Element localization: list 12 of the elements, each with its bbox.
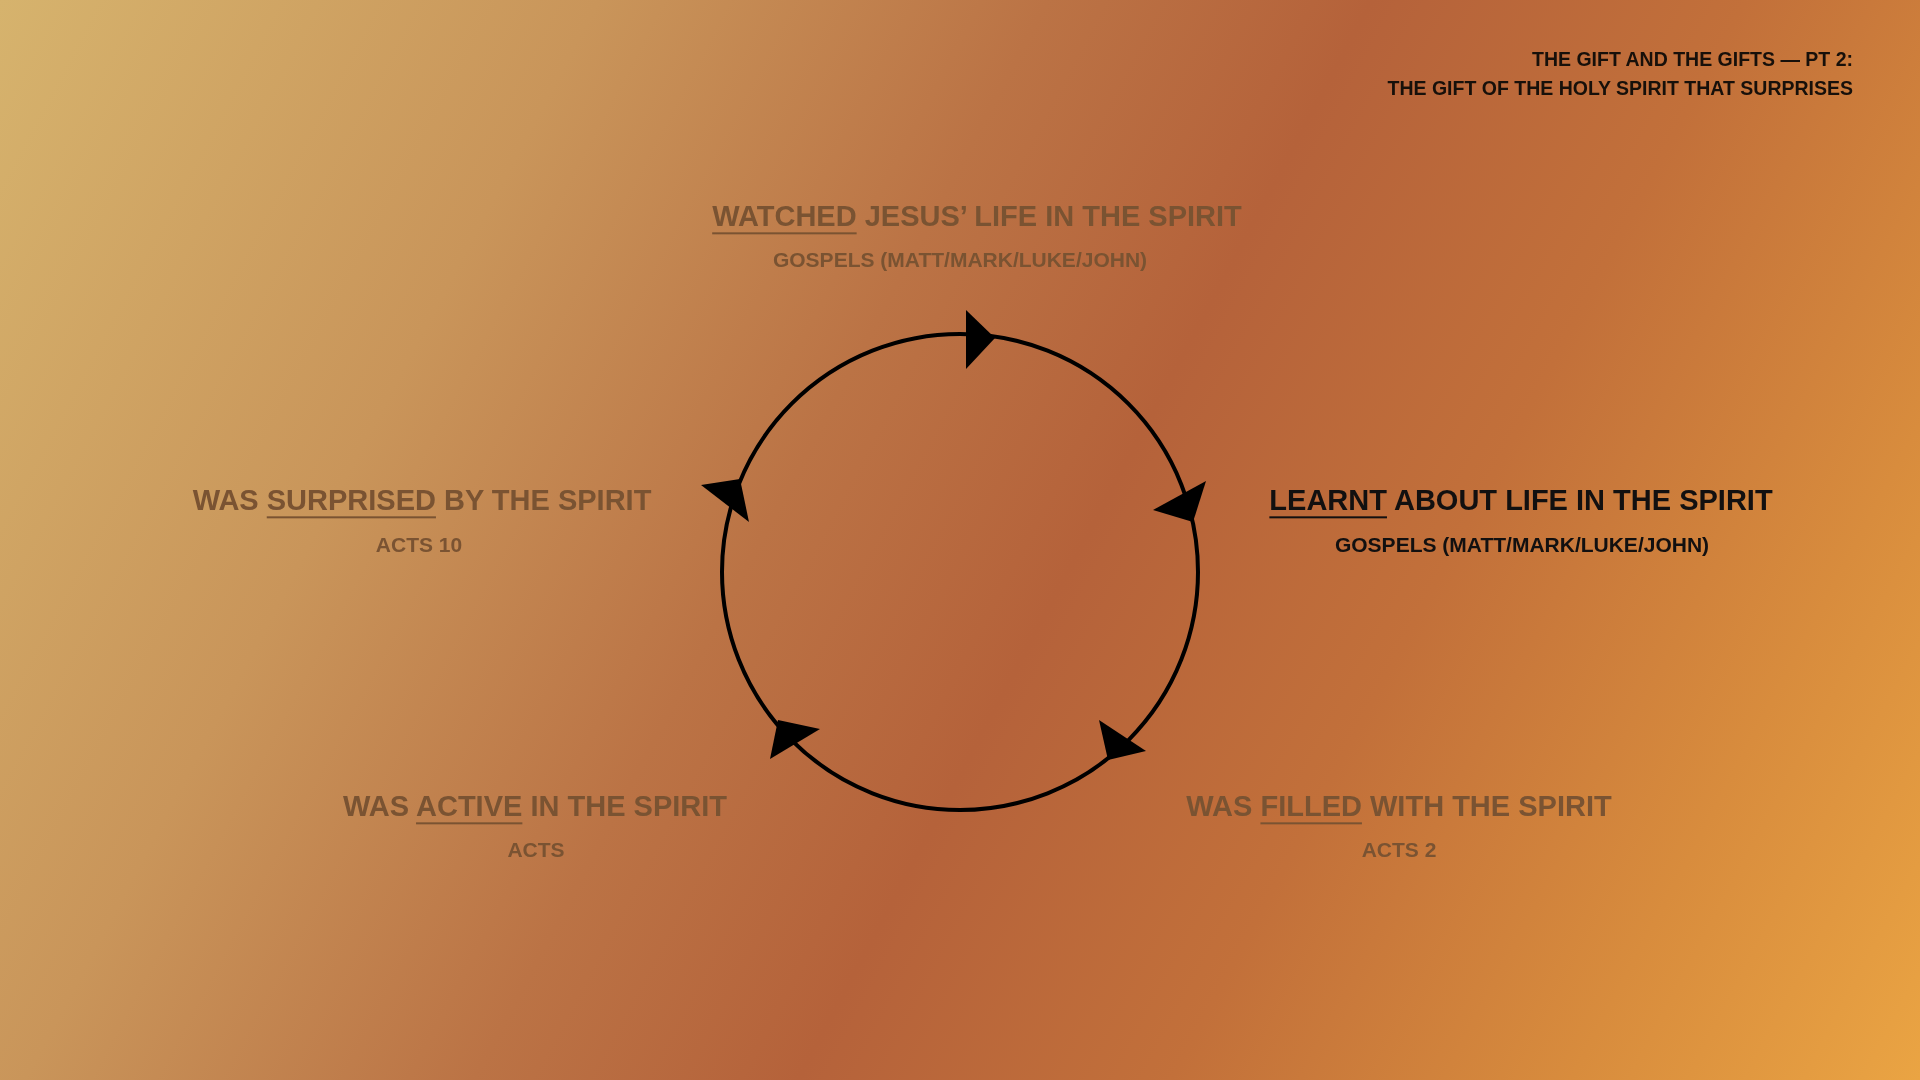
scripture-reference: ACTS 2 (1361, 837, 1437, 863)
scripture-reference: ACTS (507, 837, 565, 863)
scripture-reference: GOSPELS (MATT/MARK/LUKE/JOHN) (1334, 532, 1710, 558)
stage-heading: WAS ACTIVE IN THE SPIRIT (343, 790, 727, 824)
stage-heading: LEARNT ABOUT LIFE IN THE SPIRIT (1269, 484, 1773, 518)
stage-heading: WATCHED JESUS’ LIFE IN THE SPIRIT (712, 200, 1242, 234)
stage-heading: WAS FILLED WITH THE SPIRIT (1186, 790, 1612, 824)
scripture-reference: ACTS 10 (375, 532, 463, 558)
scripture-reference: GOSPELS (MATT/MARK/LUKE/JOHN) (772, 247, 1148, 273)
stage-heading: WAS SURPRISED BY THE SPIRIT (192, 484, 652, 518)
slide-subtitle: THE GIFT OF THE HOLY SPIRIT THAT SURPRISES (1387, 76, 1853, 100)
slide-title: THE GIFT AND THE GIFTS — PT 2: (1531, 47, 1853, 71)
